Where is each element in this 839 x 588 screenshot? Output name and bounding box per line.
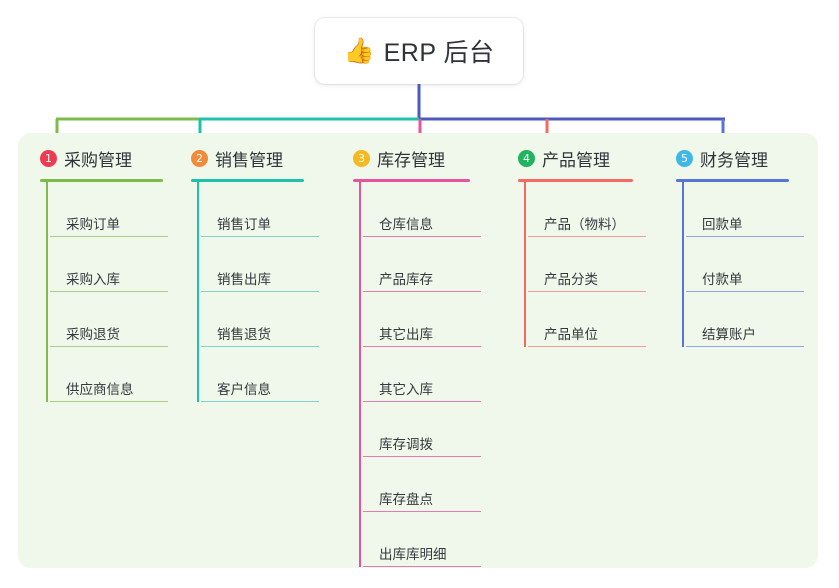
- category-title: 产品管理: [542, 150, 610, 170]
- category-item-list: 采购订单 采购入库 采购退货 供应商信息: [46, 182, 168, 402]
- category-header[interactable]: 1 采购管理: [40, 133, 183, 173]
- list-item[interactable]: 出库库明细: [363, 512, 481, 567]
- category-header-rule: [191, 179, 304, 182]
- category-number-badge: 3: [353, 149, 370, 167]
- list-item-label: 采购入库: [66, 272, 120, 288]
- list-item[interactable]: 结算账户: [686, 292, 804, 347]
- list-item[interactable]: 付款单: [686, 237, 804, 292]
- list-item[interactable]: 产品库存: [363, 237, 481, 292]
- list-item[interactable]: 产品单位: [528, 292, 646, 347]
- list-item-label: 库存调拨: [379, 437, 433, 453]
- list-item-label: 结算账户: [702, 327, 756, 343]
- list-item[interactable]: 库存盘点: [363, 457, 481, 512]
- category-item-list: 销售订单 销售出库 销售退货 客户信息: [197, 182, 319, 402]
- list-item-label: 采购退货: [66, 327, 120, 343]
- root-node-title: ERP 后台: [383, 39, 495, 67]
- list-item[interactable]: 销售出库: [201, 237, 319, 292]
- list-item[interactable]: 其它入库: [363, 347, 481, 402]
- category-number-badge: 5: [676, 149, 693, 167]
- list-item-label: 产品分类: [544, 272, 598, 288]
- category-item-list: 回款单 付款单 结算账户: [682, 182, 804, 347]
- category-number-badge: 1: [40, 149, 57, 167]
- list-item-label: 产品单位: [544, 327, 598, 343]
- category-column-inventory: 3 库存管理 仓库信息 产品库存 其它出库 其它入库 库存调拨 库存盘点 出库库…: [343, 133, 506, 568]
- category-header-rule: [40, 179, 163, 182]
- category-item-list: 产品（物料） 产品分类 产品单位: [524, 182, 646, 347]
- category-title: 采购管理: [64, 150, 132, 170]
- list-item-label: 回款单: [702, 217, 743, 233]
- list-item[interactable]: 采购退货: [50, 292, 168, 347]
- list-item-label: 其它入库: [379, 382, 433, 398]
- list-item-label: 产品（物料）: [544, 217, 625, 233]
- list-item-label: 产品库存: [379, 272, 433, 288]
- list-item[interactable]: 产品分类: [528, 237, 646, 292]
- category-title: 财务管理: [700, 150, 768, 170]
- list-item[interactable]: 产品（物料）: [528, 182, 646, 237]
- list-item-label: 付款单: [702, 272, 743, 288]
- list-item-label: 销售出库: [217, 272, 271, 288]
- list-item-label: 销售订单: [217, 217, 271, 233]
- list-item-label: 仓库信息: [379, 217, 433, 233]
- categories-panel: [18, 133, 818, 568]
- category-column-purchasing: 1 采购管理 采购订单 采购入库 采购退货 供应商信息: [18, 133, 183, 568]
- root-node[interactable]: 👍 ERP 后台: [315, 18, 523, 84]
- category-number-badge: 4: [518, 149, 535, 167]
- category-header-rule: [676, 179, 789, 182]
- list-item[interactable]: 采购入库: [50, 237, 168, 292]
- list-item[interactable]: 供应商信息: [50, 347, 168, 402]
- list-item-label: 采购订单: [66, 217, 120, 233]
- list-item-label: 库存盘点: [379, 492, 433, 508]
- list-item-label: 其它出库: [379, 327, 433, 343]
- list-item-label: 客户信息: [217, 382, 271, 398]
- category-columns: 1 采购管理 采购订单 采购入库 采购退货 供应商信息 2 销售管理 销售订单 …: [18, 133, 818, 568]
- list-item[interactable]: 回款单: [686, 182, 804, 237]
- category-column-product: 4 产品管理 产品（物料） 产品分类 产品单位: [506, 133, 664, 568]
- list-item-label: 销售退货: [217, 327, 271, 343]
- list-item[interactable]: 库存调拨: [363, 402, 481, 457]
- category-number-badge: 2: [191, 149, 208, 167]
- category-header-rule: [518, 179, 633, 182]
- list-item[interactable]: 采购订单: [50, 182, 168, 237]
- list-item[interactable]: 销售退货: [201, 292, 319, 347]
- category-title: 库存管理: [377, 150, 445, 170]
- list-item-label: 出库库明细: [379, 547, 447, 563]
- category-header[interactable]: 2 销售管理: [191, 133, 343, 173]
- list-item[interactable]: 销售订单: [201, 182, 319, 237]
- list-item[interactable]: 其它出库: [363, 292, 481, 347]
- category-item-list: 仓库信息 产品库存 其它出库 其它入库 库存调拨 库存盘点 出库库明细: [359, 182, 481, 567]
- category-header[interactable]: 4 产品管理: [518, 133, 664, 173]
- list-item-label: 供应商信息: [66, 382, 134, 398]
- category-column-finance: 5 财务管理 回款单 付款单 结算账户: [664, 133, 818, 568]
- list-item[interactable]: 仓库信息: [363, 182, 481, 237]
- category-title: 销售管理: [215, 150, 283, 170]
- category-header-rule: [353, 179, 470, 182]
- category-column-sales: 2 销售管理 销售订单 销售出库 销售退货 客户信息: [183, 133, 343, 568]
- thumbs-up-icon: 👍: [343, 36, 375, 65]
- list-item[interactable]: 客户信息: [201, 347, 319, 402]
- category-header[interactable]: 3 库存管理: [353, 133, 506, 173]
- category-header[interactable]: 5 财务管理: [676, 133, 818, 173]
